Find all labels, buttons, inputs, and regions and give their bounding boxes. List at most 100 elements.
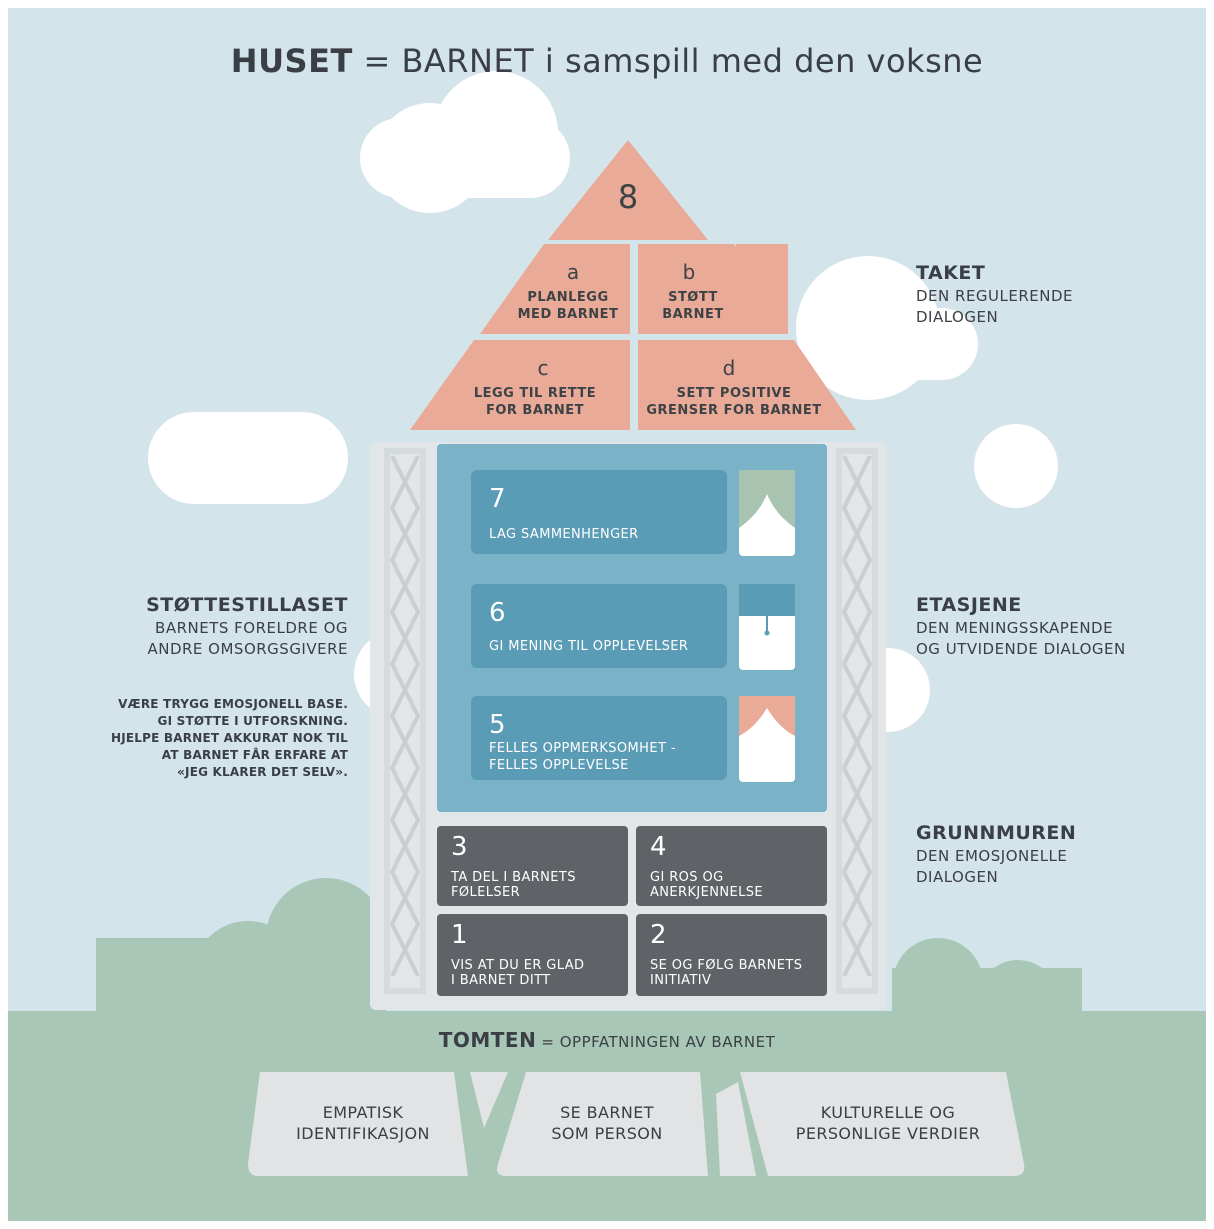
cloud-small-right <box>974 424 1058 508</box>
floor-5-line2: FELLES OPPLEVELSE <box>489 758 629 773</box>
roof-a-line1: PLANLEGG <box>527 290 609 305</box>
title-bold: HUSET <box>230 42 353 80</box>
foundation-3: 3 TA DEL I BARNETS FØLELSER <box>437 826 628 906</box>
foundation-1-line1: VIS AT DU ER GLAD <box>451 958 585 973</box>
scaffold-right <box>836 448 878 994</box>
grunnmuren-line2: DIALOGEN <box>916 868 999 886</box>
etasjene-line2: OG UTVIDENDE DIALOGEN <box>916 640 1126 658</box>
stone-1 <box>248 1072 468 1176</box>
stone-2-text: SE BARNET SOM PERSON <box>504 1102 710 1144</box>
foundation-4-line1: GI ROS OG <box>650 870 724 885</box>
stone-3 <box>740 1072 1025 1176</box>
page-title: HUSET = BARNET i samspill med den voksne <box>8 42 1206 80</box>
roof-b-line1: STØTT <box>668 290 718 305</box>
window-blind <box>739 584 795 670</box>
foundation-4-number: 4 <box>650 832 667 862</box>
stone-small-1 <box>470 1072 508 1128</box>
foundation-3-line1: TA DEL I BARNETS <box>451 870 576 885</box>
stone-1-line1: EMPATISK <box>322 1103 404 1122</box>
stottestillaset-line2: ANDRE OMSORGSGIVERE <box>147 640 348 658</box>
stottestillaset-line1: BARNETS FORELDRE OG <box>155 619 348 637</box>
stone-3-text: KULTURELLE OG PERSONLIGE VERDIER <box>760 1102 1016 1144</box>
taket-line2: DIALOGEN <box>916 308 999 326</box>
scaffold-left <box>384 448 426 994</box>
roof-d-label: SETT POSITIVE GRENSER FOR BARNET <box>640 385 828 419</box>
foundation-2-text: SE OG FØLG BARNETS INITIATIV <box>650 958 802 988</box>
foundation-4: 4 GI ROS OG ANERKJENNELSE <box>636 826 827 906</box>
roof <box>410 140 856 430</box>
foundation-2-number: 2 <box>650 920 667 950</box>
window-curtains-pink <box>739 696 795 782</box>
taket-heading: TAKET <box>916 262 986 284</box>
stottestillaset-detail: VÆRE TRYGG EMOSJONELL BASE. GI STØTTE I … <box>48 696 348 781</box>
stottestillaset-description: BARNETS FORELDRE OG ANDRE OMSORGSGIVERE <box>48 618 348 660</box>
grunnmuren-line1: DEN EMOSJONELLE <box>916 847 1068 865</box>
floor-7: 7 LAG SAMMENHENGER <box>471 470 727 554</box>
tomten-rest: = OPPFATNINGEN AV BARNET <box>541 1033 776 1051</box>
tomten-heading: TOMTEN = OPPFATNINGEN AV BARNET <box>8 1028 1206 1052</box>
roof-b-line2: BARNET <box>662 307 724 322</box>
foundation-4-text: GI ROS OG ANERKJENNELSE <box>650 870 763 900</box>
floor-7-text: LAG SAMMENHENGER <box>489 527 639 542</box>
floor-5-line1: FELLES OPPMERKSOMHET - <box>489 741 676 756</box>
floor-6-text: GI MENING TIL OPPLEVELSER <box>489 639 689 654</box>
taket-line1: DEN REGULERENDE <box>916 287 1074 305</box>
roof-a <box>480 244 630 334</box>
grunnmuren-heading: GRUNNMUREN <box>916 822 1077 844</box>
foundation-4-line2: ANERKJENNELSE <box>650 885 764 900</box>
stone-2-line2: SOM PERSON <box>551 1124 663 1143</box>
stone-small-2 <box>716 1082 756 1176</box>
taket-description: DEN REGULERENDE DIALOGEN <box>916 286 1073 328</box>
stones <box>248 1072 1025 1176</box>
foundation-3-line2: FØLELSER <box>451 885 521 900</box>
foundation-3-number: 3 <box>451 832 468 862</box>
roof-c-label: LEGG TIL RETTE FOR BARNET <box>462 385 608 419</box>
roof-a-line2: MED BARNET <box>517 307 619 322</box>
roof-c-line1: LEGG TIL RETTE <box>473 386 597 401</box>
foundation-1: 1 VIS AT DU ER GLAD I BARNET DITT <box>437 914 628 996</box>
foundation-2: 2 SE OG FØLG BARNETS INITIATIV <box>636 914 827 996</box>
title-rest: = BARNET i samspill med den voksne <box>363 42 984 80</box>
floor-5-text: FELLES OPPMERKSOMHET - FELLES OPPLEVELSE <box>489 740 676 774</box>
roof-b-letter: b <box>682 260 696 284</box>
grunnmuren-description: DEN EMOSJONELLE DIALOGEN <box>916 846 1067 888</box>
etasjene-heading: ETASJENE <box>916 594 1022 616</box>
detail-line: VÆRE TRYGG EMOSJONELL BASE. <box>118 697 348 711</box>
foundation-1-text: VIS AT DU ER GLAD I BARNET DITT <box>451 958 584 988</box>
cloud-left <box>148 412 348 504</box>
roof-d <box>638 340 856 430</box>
stone-1-line2: IDENTIFIKASJON <box>296 1124 430 1143</box>
floor-5: 5 FELLES OPPMERKSOMHET - FELLES OPPLEVEL… <box>471 696 727 780</box>
chimney <box>736 244 788 334</box>
cloud-puff <box>375 103 485 213</box>
roof-d-line1: SETT POSITIVE <box>676 386 792 401</box>
foundation-2-line1: SE OG FØLG BARNETS <box>650 958 803 973</box>
foundation-1-number: 1 <box>451 920 468 950</box>
tomten-bold: TOMTEN <box>438 1028 537 1052</box>
roof-a-letter: a <box>566 260 580 284</box>
detail-line: GI STØTTE I UTFORSKNING. <box>157 714 348 728</box>
bush-base <box>96 938 386 1018</box>
roof-d-line2: GRENSER FOR BARNET <box>646 403 822 418</box>
etasjene-description: DEN MENINGSSKAPENDE OG UTVIDENDE DIALOGE… <box>916 618 1126 660</box>
roof-peak-8 <box>548 140 708 240</box>
roof-c-letter: c <box>537 356 549 380</box>
house-diagram: HUSET = BARNET i samspill med den voksne… <box>8 8 1206 1221</box>
roof-number-8: 8 <box>617 178 639 216</box>
stottestillaset-heading: STØTTESTILLASET <box>146 594 348 616</box>
roof-b-label: STØTT BARNET <box>638 289 748 323</box>
floor-7-number: 7 <box>489 484 506 514</box>
floor-6: 6 GI MENING TIL OPPLEVELSER <box>471 584 727 668</box>
stone-3-line2: PERSONLIGE VERDIER <box>795 1124 981 1143</box>
foundation-2-line2: INITIATIV <box>650 973 712 988</box>
foundation-3-text: TA DEL I BARNETS FØLELSER <box>451 870 576 900</box>
floor-6-number: 6 <box>489 598 506 628</box>
stone-2 <box>497 1072 708 1176</box>
roof-c-line2: FOR BARNET <box>485 403 585 418</box>
stone-3-line1: KULTURELLE OG <box>820 1103 956 1122</box>
detail-line: AT BARNET FÅR ERFARE AT <box>161 748 348 762</box>
stone-1-text: EMPATISK IDENTIFIKASJON <box>258 1102 468 1144</box>
roof-d-letter: d <box>722 356 736 380</box>
detail-line: HJELPE BARNET AKKURAT NOK TIL <box>111 731 348 745</box>
bush-base <box>892 968 1082 1018</box>
